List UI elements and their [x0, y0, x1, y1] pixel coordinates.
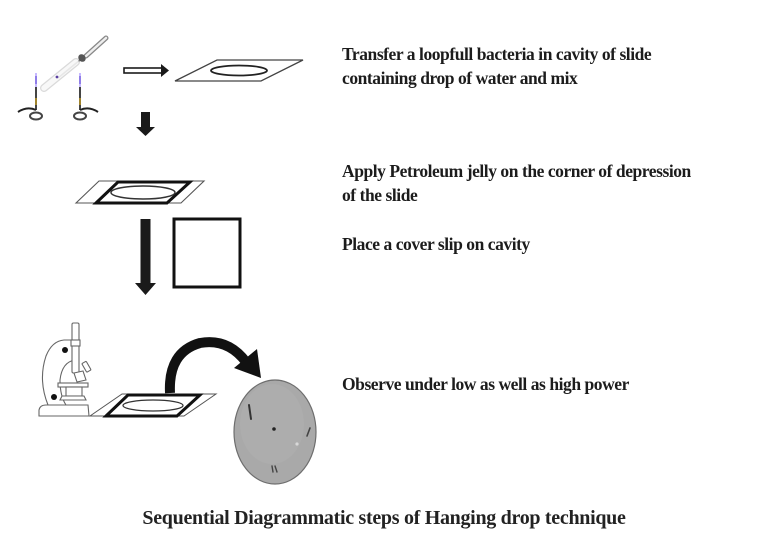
- step-4-line-1: Observe under low as well as high power: [342, 374, 629, 394]
- figure-caption: Sequential Diagrammatic steps of Hanging…: [142, 507, 626, 529]
- step-2-line-1: Apply Petroleum jelly on the corner of d…: [342, 161, 691, 181]
- step-4-text: Observe under low as well as high power: [342, 372, 629, 396]
- microscopic-field-icon: [233, 379, 317, 485]
- step-3-line-1: Place a cover slip on cavity: [342, 234, 530, 254]
- inoculation-loop-icon: [40, 35, 109, 92]
- step-1-line-1: Transfer a loopfull bacteria in cavity o…: [342, 44, 652, 64]
- cover-slip-icon: [172, 217, 242, 289]
- step-1-line-2: containing drop of water and mix: [342, 68, 578, 88]
- curved-arrow-icon: [164, 337, 261, 394]
- microscope-icon: [38, 322, 92, 417]
- step-3-text: Place a cover slip on cavity: [342, 232, 530, 256]
- step-1-text: Transfer a loopfull bacteria in cavity o…: [342, 42, 652, 90]
- step-2-text: Apply Petroleum jelly on the corner of d…: [342, 159, 691, 207]
- step-2-line-2: of the slide: [342, 185, 418, 205]
- slide-on-stage-icon: [88, 393, 218, 418]
- hollow-arrow-right-icon: [123, 64, 169, 77]
- bunsen-burner-icon: [17, 73, 99, 121]
- cavity-slide-icon: [174, 59, 304, 82]
- slide-with-jelly-icon: [74, 180, 206, 205]
- long-arrow-down-icon: [135, 219, 156, 295]
- arrow-down-icon: [136, 112, 155, 136]
